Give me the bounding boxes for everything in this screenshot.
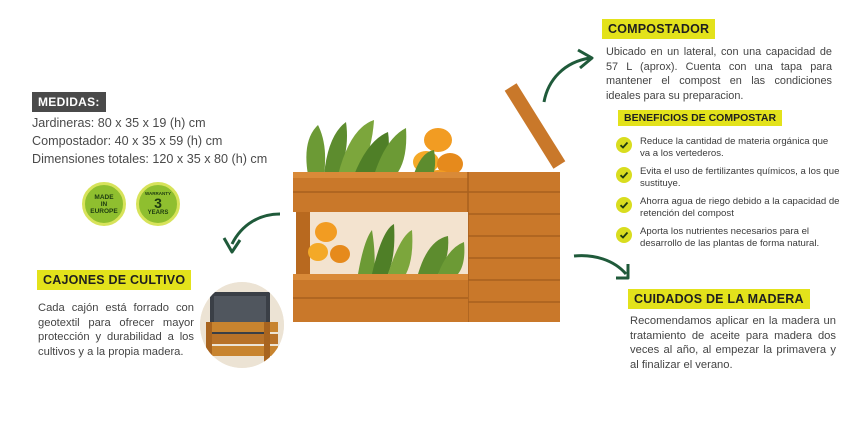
beneficios-title: BENEFICIOS DE COMPOSTAR: [618, 110, 783, 126]
warranty-badge: WARRANTY 3 YEARS: [136, 182, 180, 226]
medidas-list: Jardineras: 80 x 35 x 19 (h) cm Composta…: [32, 114, 267, 168]
badge-line-2: IN: [100, 200, 108, 208]
medidas-jardineras: Jardineras: 80 x 35 x 19 (h) cm: [32, 116, 206, 130]
medidas-totales: Dimensiones totales: 120 x 35 x 80 (h) c…: [32, 152, 268, 166]
benefit-item: Reduce la cantidad de materia orgánica q…: [616, 136, 840, 160]
planter-illustration: [293, 83, 566, 322]
cajones-title: CAJONES DE CULTIVO: [37, 270, 192, 290]
medidas-compostador: Compostador: 40 x 35 x 59 (h) cm: [32, 134, 223, 148]
check-icon: [616, 227, 632, 243]
warranty-number: 3: [154, 195, 162, 211]
benefit-text: Evita el uso de fertilizantes químicos, …: [640, 166, 840, 189]
warranty-bottom: YEARS: [147, 210, 169, 216]
compostador-title: COMPOSTADOR: [602, 19, 716, 39]
badge-line-1: MADE: [94, 193, 114, 201]
benefit-text: Aporta los nutrientes necesarios para el…: [640, 226, 820, 249]
check-icon: [616, 197, 632, 213]
warranty-top: WARRANTY: [145, 191, 171, 196]
benefit-text: Reduce la cantidad de materia orgánica q…: [640, 136, 829, 159]
benefit-item: Evita el uso de fertilizantes químicos, …: [616, 166, 840, 190]
arrow-to-compostador-icon: [542, 48, 594, 103]
medidas-title: MEDIDAS:: [32, 92, 106, 112]
check-icon: [616, 167, 632, 183]
cuidados-text: Recomendamos aplicar en la madera un tra…: [630, 315, 836, 371]
compost-lid: [504, 83, 566, 169]
check-icon: [616, 137, 632, 153]
made-in-europe-badge: MADE IN EUROPE: [82, 182, 126, 226]
cajones-text: Cada cajón está forrado con geotextil pa…: [38, 302, 194, 358]
beneficios-list: Reduce la cantidad de materia orgánica q…: [616, 136, 840, 250]
geotextile-photo: [200, 282, 284, 368]
compostador-text: Ubicado en un lateral, con una capacidad…: [606, 46, 832, 102]
lower-plants: [308, 222, 465, 274]
badge-line-3: EUROPE: [90, 207, 118, 215]
arrow-to-cajones-icon: [222, 212, 281, 254]
benefit-item: Ahorra agua de riego debido a la capacid…: [616, 196, 840, 220]
benefit-item: Aporta los nutrientes necesarios para el…: [616, 226, 840, 250]
cuidados-title: CUIDADOS DE LA MADERA: [628, 289, 810, 309]
arrow-to-cuidados-icon: [573, 254, 630, 280]
benefit-text: Ahorra agua de riego debido a la capacid…: [640, 196, 840, 219]
